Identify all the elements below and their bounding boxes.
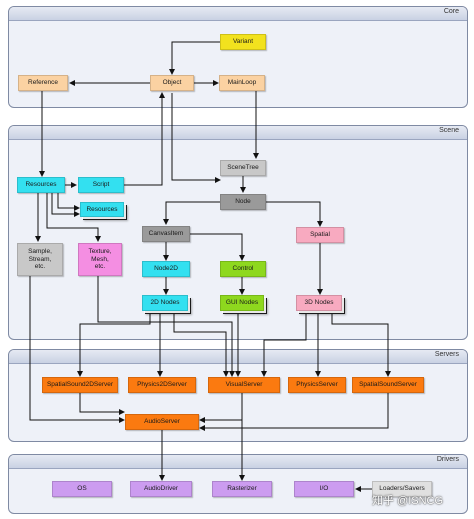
scene-layer-title: Scene <box>439 127 459 134</box>
rasterizer-node: Rasterizer <box>212 481 272 497</box>
gui-nodes-node: GUI Nodes <box>220 295 264 311</box>
watermark: 知乎 @ISNCG <box>372 495 444 507</box>
control-node: Control <box>220 261 266 277</box>
object-node: Object <box>150 75 194 91</box>
resources-to-texture <box>46 193 101 242</box>
loaders-savers-node: Loaders/Savers <box>372 481 432 497</box>
sample-to-audio <box>29 276 125 423</box>
3d-nodes-node: 3D Nodes <box>296 295 342 311</box>
texture-to-visual <box>97 276 235 377</box>
resources-to-resources2 <box>57 193 80 211</box>
core-layer-title: Core <box>443 8 459 15</box>
spatial-node: Spatial <box>296 227 344 243</box>
spatialsound2dserver-node: SpatialSound2DServer <box>42 377 118 393</box>
2d-nodes-node: 2D Nodes <box>142 295 188 311</box>
resources2-node: Resources <box>80 202 124 217</box>
texture-node: Texture, Mesh, etc. <box>78 243 122 276</box>
resources-to-resources2b <box>51 193 80 217</box>
spatialsound-to-audio <box>199 392 389 431</box>
scenetree-node: SceneTree <box>220 160 266 176</box>
node-to-spatial <box>266 201 323 227</box>
visual-to-audio <box>199 392 243 423</box>
physics2dserver-node: Physics2DServer <box>128 377 196 393</box>
node-node: Node <box>220 194 266 210</box>
2dnodes-to-spatialsound2d <box>77 312 151 377</box>
audiodriver-node: AudioDriver <box>130 481 192 497</box>
variant-to-object <box>169 41 220 75</box>
resources-node: Resources <box>17 177 65 193</box>
reference-node: Reference <box>18 75 68 91</box>
variant-node: Variant <box>220 34 266 50</box>
os-node: OS <box>52 481 112 497</box>
script-to-object <box>124 92 165 186</box>
canvasitem-to-control <box>190 233 245 261</box>
servers-layer-title: Servers <box>434 351 459 358</box>
drivers-layer-title: Drivers <box>436 456 459 463</box>
3dnodes-to-visual <box>261 312 307 377</box>
script-node: Script <box>78 177 124 193</box>
object-to-node <box>171 93 221 183</box>
canvasitem-node: CanvasItem <box>142 226 190 242</box>
io-node: I/O <box>294 481 354 497</box>
core-layer: Core <box>8 6 468 108</box>
node-to-canvasitem <box>163 201 220 225</box>
sample-node: Sample, Stream, etc. <box>17 243 63 276</box>
audioserver-node: AudioServer <box>125 414 199 430</box>
node2d-node: Node2D <box>142 261 190 277</box>
3dnodes-to-spatialsound <box>331 312 391 377</box>
physicsserver-node: PhysicsServer <box>288 377 346 393</box>
mainloop-node: MainLoop <box>219 75 265 91</box>
spatialsoundserver-node: SpatialSoundServer <box>352 377 424 393</box>
spatialsound2d-to-audio <box>79 392 125 415</box>
visualserver-node: VisualServer <box>208 377 280 393</box>
